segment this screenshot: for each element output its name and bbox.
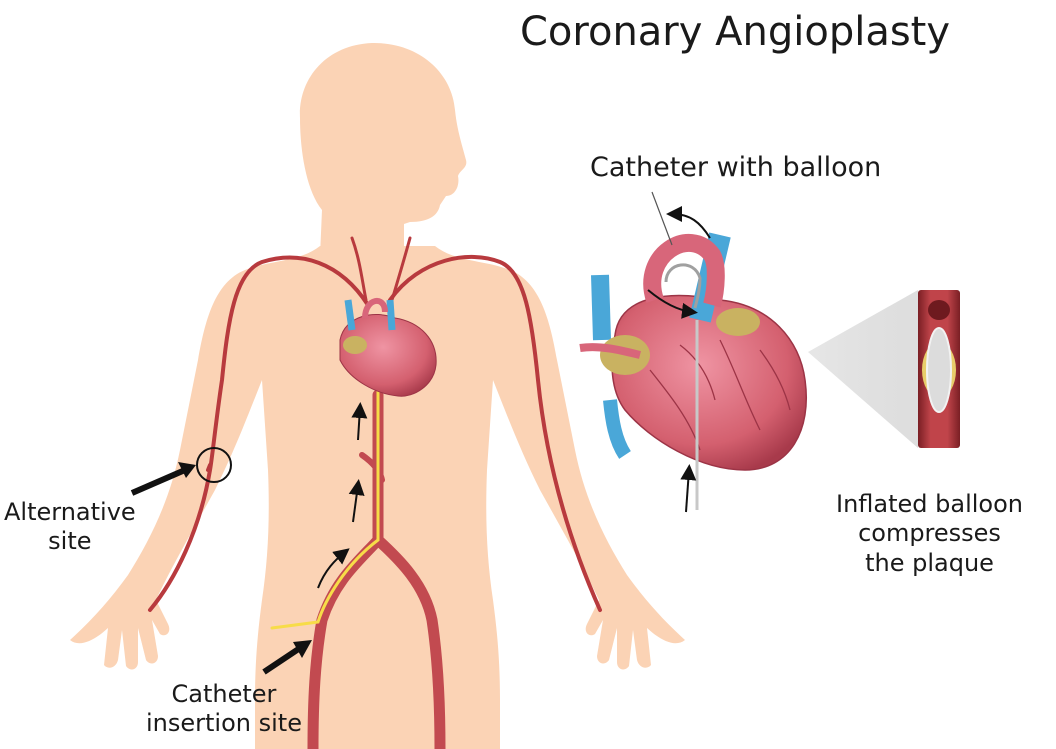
page-title: Coronary Angioplasty	[520, 8, 950, 57]
artery-cross-section	[918, 290, 960, 448]
label-line: Inflated balloon	[836, 490, 1023, 519]
label-catheter-insertion-site: Catheter insertion site	[146, 680, 302, 739]
label-line: Catheter	[146, 680, 302, 709]
label-line: site	[4, 527, 136, 556]
magnification-beam	[808, 290, 918, 448]
label-line: insertion site	[146, 709, 302, 738]
label-line: Alternative	[4, 498, 136, 527]
label-line: the plaque	[836, 549, 1023, 578]
label-alternative-site: Alternative site	[4, 498, 136, 557]
label-catheter-with-balloon: Catheter with balloon	[590, 152, 881, 185]
label-inflated-balloon: Inflated balloon compresses the plaque	[836, 490, 1023, 578]
catheter-label-leader	[652, 192, 672, 245]
label-line: compresses	[836, 519, 1023, 548]
heart-large	[580, 235, 806, 510]
